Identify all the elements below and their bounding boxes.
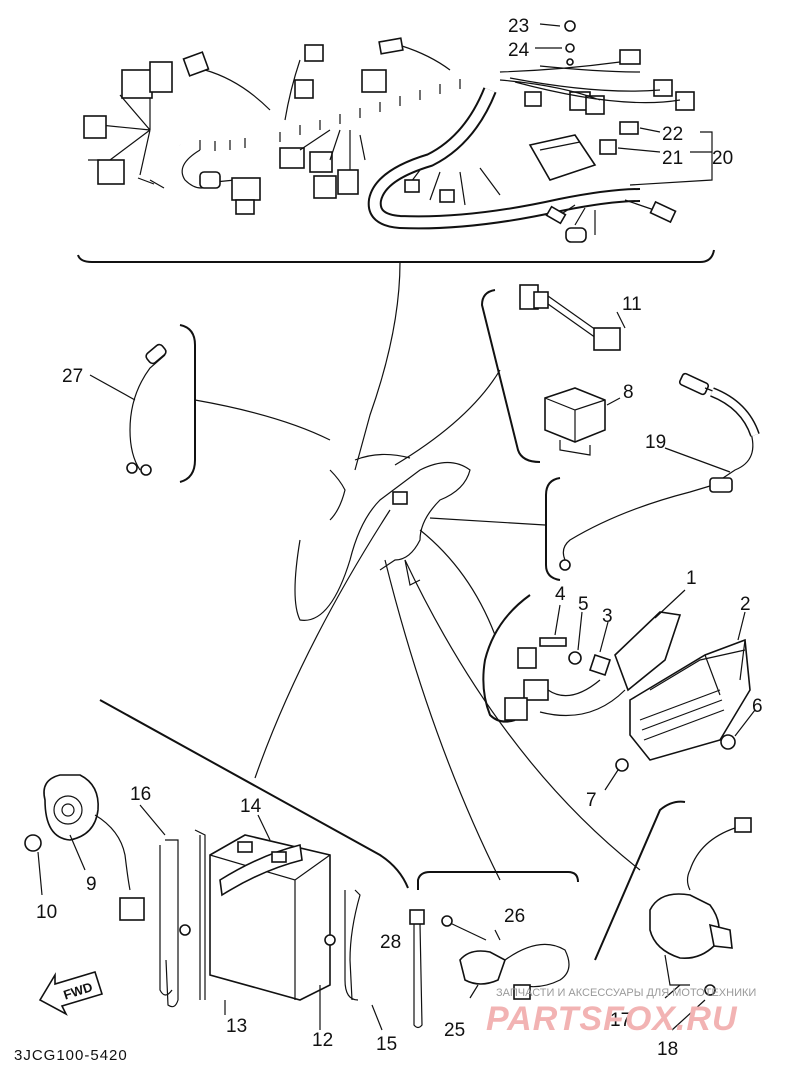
part-8-relay [544,387,621,456]
part-label-7: 7 [586,790,597,811]
part-label-19: 19 [645,432,666,453]
part-19-lead [559,372,760,571]
part-label-23: 23 [508,16,529,37]
parts-12-16-battery [139,804,383,1031]
part-label-26: 26 [504,906,525,927]
part-label-15: 15 [376,1034,397,1055]
diagram-code: 3JCG100-5420 [14,1047,128,1064]
part-label-5: 5 [578,594,589,615]
watermark-brand: PARTSFOX.RU [486,1000,738,1038]
part-11-wire-lead [519,284,626,351]
part-label-20: 20 [712,148,733,169]
part-label-18: 18 [657,1039,678,1060]
parts-1-7-rectifier [504,589,756,791]
part-label-10: 10 [36,902,57,923]
fwd-arrow: FWD [38,971,104,1016]
part-label-14: 14 [240,796,262,817]
part-label-13: 13 [226,1016,247,1037]
part-label-1: 1 [686,568,697,589]
part-label-25: 25 [444,1020,465,1041]
wire-harness-assembly [77,20,715,263]
part-label-12: 12 [312,1030,333,1051]
part-label-28: 28 [380,932,401,953]
part-label-3: 3 [602,606,613,627]
parts-9-10-switch [24,774,145,921]
part-label-21: 21 [662,148,683,169]
part-label-4: 4 [555,584,566,605]
parts-17-18-sensor [649,817,752,1031]
part-label-17: 17 [610,1010,631,1031]
part-27-lead-wire [89,343,167,476]
part-label-9: 9 [86,874,97,895]
watermark-caption: ЗАПЧАСТИ И АКСЕССУАРЫ ДЛЯ МОТОТЕХНИКИ [496,987,756,999]
part-label-6: 6 [752,696,763,717]
part-label-27: 27 [62,366,83,387]
bracket-frames [99,289,686,961]
part-label-2: 2 [740,594,751,615]
leader-lines [194,261,641,881]
parts-25-26-28-switch [409,909,570,1029]
part-label-22: 22 [662,124,683,145]
part-label-11: 11 [622,294,642,315]
part-label-8: 8 [623,382,634,403]
motorcycle-outline [294,453,471,621]
part-labels: 1 2 3 4 5 6 7 8 9 10 11 12 13 14 15 16 1… [36,16,763,1060]
part-label-16: 16 [130,784,151,805]
part-label-24: 24 [508,40,530,61]
